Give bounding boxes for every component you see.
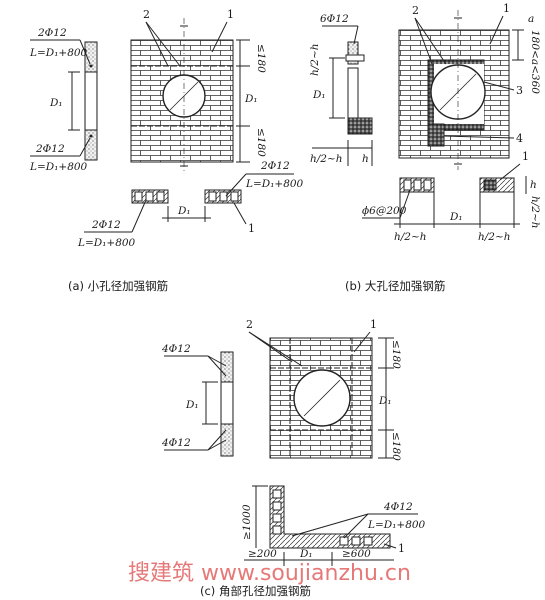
bar-top-a: 2Φ12 — [37, 27, 67, 39]
bar-bottom-c: 4Φ12 — [161, 437, 191, 449]
callout-1-a: 1 — [227, 8, 234, 21]
dim-a-label-b: a — [528, 13, 534, 25]
h2-b: h/2~h — [309, 43, 321, 76]
callout-2-a: 2 — [143, 8, 150, 21]
watermark: 搜建筑 www.soujianzhu.cn — [128, 561, 411, 586]
h-b: h — [362, 153, 369, 165]
plan-h2-side-b: h/2~h — [529, 196, 541, 229]
plan-diameter-a: D₁ — [177, 205, 191, 217]
corner-plan-c — [269, 485, 391, 549]
plan-callout-c: 1 — [398, 542, 405, 555]
dim-bottom-c: ≤180 — [390, 432, 402, 461]
len-bottom-a: L=D₁+800 — [29, 161, 88, 173]
plan-diameter-b: D₁ — [449, 211, 463, 223]
caption-c: (c) 角部孔径加强钢筋 — [200, 584, 311, 598]
diameter-c: D₁ — [185, 399, 199, 411]
plan-len-left-a: L=D₁+800 — [77, 237, 136, 249]
diameter-b: D₁ — [312, 89, 326, 101]
left-len-c: ≥200 — [248, 548, 277, 560]
plan-h2-left-b: h/2~h — [394, 231, 427, 243]
plan-callout-a: 1 — [248, 222, 255, 235]
h2-bottom-b: h/2~h — [310, 153, 343, 165]
bar-b: 6Φ12 — [320, 13, 349, 25]
diameter-left-a: D₁ — [49, 97, 63, 109]
dim-bottom-a: ≤180 — [255, 128, 267, 157]
bar-top-c: 4Φ12 — [161, 343, 191, 355]
diameter-right-c: D₁ — [378, 395, 392, 407]
lintel-bottom-b — [427, 123, 445, 147]
plan-h2-right-b: h/2~h — [478, 231, 511, 243]
plan-len-c: L=D₁+800 — [367, 519, 426, 531]
callout-1-c: 1 — [370, 318, 377, 331]
plan-h-b: h — [530, 179, 537, 191]
caption-b: (b) 大孔径加强钢筋 — [345, 279, 445, 293]
plan-bar-left-a: 2Φ12 — [91, 219, 121, 231]
right-len-c: ≥600 — [342, 548, 371, 560]
section-lintel-b — [347, 117, 373, 135]
callout-2-c: 2 — [246, 318, 253, 331]
callout-1-b: 1 — [503, 2, 510, 15]
panel-c: D₁ 4Φ12 4Φ12 2 1 ≤180 D₁ ≤180 — [161, 318, 426, 598]
panel-a: D₁ 2Φ12 L=D₁+800 2Φ12 L=D₁+800 2 1 ≤180 … — [29, 8, 304, 293]
dim-top-c: ≤180 — [390, 340, 402, 369]
len-top-a: L=D₁+800 — [29, 47, 88, 59]
bar-bottom-a: 2Φ12 — [35, 143, 65, 155]
section-strip-b — [347, 41, 359, 65]
callout-2-b: 2 — [412, 4, 419, 17]
plan-bar-c: 4Φ12 — [383, 501, 413, 513]
caption-a: (a) 小孔径加强钢筋 — [68, 279, 168, 293]
callout-3-b: 3 — [516, 84, 523, 97]
dim-top-a: ≤180 — [255, 44, 267, 73]
panel-b: 6Φ12 h/2~h D₁ h/2~h h 2 1 3 4 a 180<a<36… — [309, 2, 541, 293]
plan-len-right-a: L=D₁+800 — [245, 178, 304, 190]
stirrup-b: ϕ6@200 — [362, 205, 407, 217]
plan-bar-right-a: 2Φ12 — [260, 160, 290, 172]
plan-diameter-c: D₁ — [299, 548, 313, 560]
dim-a-b: 180<a<360 — [529, 30, 541, 94]
vertical-len-c: ≥1000 — [241, 504, 253, 540]
plan-callout-b: 1 — [522, 150, 529, 163]
callout-4-b: 4 — [516, 132, 523, 145]
diameter-right-a: D₁ — [244, 93, 258, 105]
